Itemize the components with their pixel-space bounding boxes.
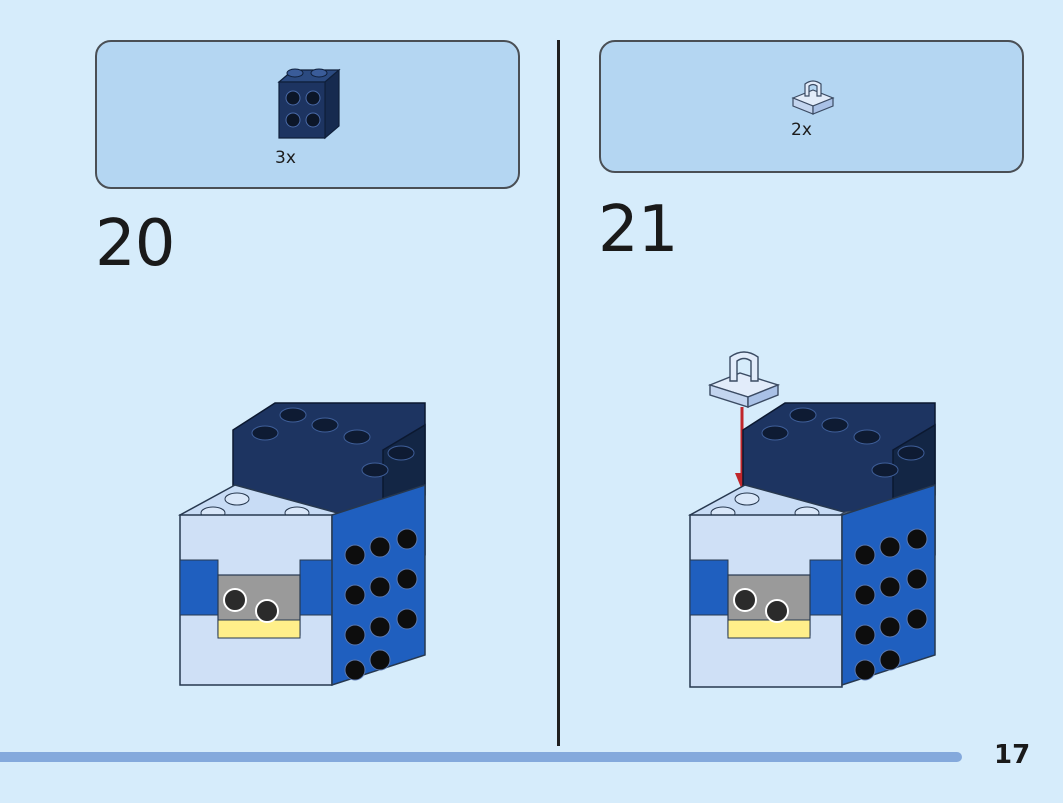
step-20-model-illustration — [178, 402, 426, 687]
page-number: 17 — [994, 740, 1031, 770]
part-quantity: 3x — [275, 148, 296, 168]
light-blue-1x1-plate-with-clip-icon — [791, 80, 835, 115]
parts-callout-step-21: 2x — [599, 40, 1024, 173]
dark-blue-2x2-brick-with-side-studs-icon — [277, 68, 341, 140]
clip-plate-piece — [707, 351, 781, 409]
step-divider — [557, 40, 560, 746]
step-21-model-illustration — [688, 351, 936, 688]
step-number: 20 — [95, 207, 175, 281]
part-quantity: 2x — [791, 120, 812, 140]
progress-bar — [0, 752, 962, 762]
step-number: 21 — [598, 193, 678, 267]
parts-callout-step-20: 3x — [95, 40, 520, 189]
